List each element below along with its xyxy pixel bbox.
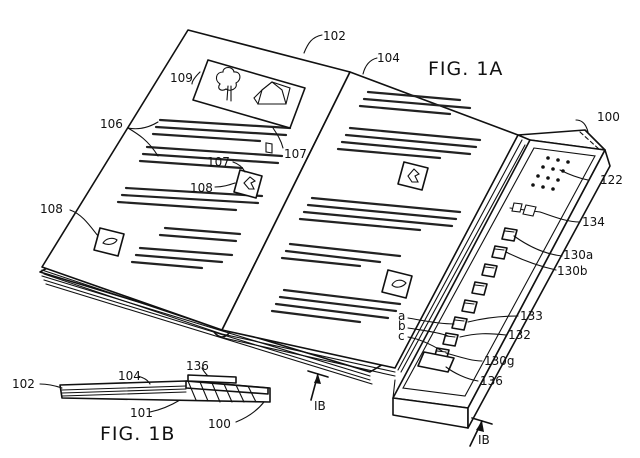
label-101-1b: 101 bbox=[130, 406, 153, 420]
label-a: a bbox=[398, 309, 405, 323]
label-102: 102 bbox=[323, 29, 346, 43]
cartridge-136 bbox=[417, 351, 455, 373]
link-icon-right-top bbox=[397, 161, 429, 191]
house-icon bbox=[253, 81, 291, 154]
label-c: c bbox=[398, 329, 405, 343]
label-100: 100 bbox=[597, 110, 620, 124]
leader-lines bbox=[69, 34, 589, 382]
link-icon-108-center bbox=[233, 169, 263, 199]
picture-box bbox=[192, 59, 306, 154]
label-130a: 130a bbox=[563, 248, 593, 262]
button-d bbox=[471, 281, 488, 296]
button-130b bbox=[491, 245, 508, 260]
label-102-1b: 102 bbox=[12, 377, 35, 391]
button-e bbox=[461, 299, 478, 314]
link-icon-right-bottom bbox=[381, 269, 413, 299]
label-130b: 130b bbox=[557, 264, 588, 278]
label-ib-left: IB bbox=[314, 399, 326, 413]
label-136-1b: 136 bbox=[186, 359, 209, 373]
label-ib-right: IB bbox=[478, 433, 490, 447]
left-page-text bbox=[116, 118, 292, 270]
button-133 bbox=[451, 316, 468, 331]
label-104-1b: 104 bbox=[118, 369, 141, 383]
section-marker-left bbox=[307, 370, 329, 401]
section-marker-right bbox=[469, 417, 493, 447]
right-page-text bbox=[270, 90, 482, 324]
fig-1b-section bbox=[39, 367, 271, 423]
label-b: b bbox=[398, 319, 406, 333]
label-122: 122 bbox=[600, 173, 623, 187]
label-132: 132 bbox=[508, 328, 531, 342]
slider-134 bbox=[509, 202, 541, 217]
label-104: 104 bbox=[377, 51, 400, 65]
reference-labels: FIG. 1A FIG. 1B 102 104 100 109 106 107 … bbox=[12, 29, 623, 447]
label-107-mid: 107 bbox=[207, 155, 230, 169]
label-108-left: 108 bbox=[40, 202, 63, 216]
label-106: 106 bbox=[100, 117, 123, 131]
label-100-1b: 100 bbox=[208, 417, 231, 431]
label-109: 109 bbox=[170, 71, 193, 85]
button-130a bbox=[501, 227, 518, 242]
label-108-mid: 108 bbox=[190, 181, 213, 195]
button-column bbox=[417, 227, 518, 373]
tree-icon bbox=[215, 66, 241, 102]
label-134: 134 bbox=[582, 215, 605, 229]
fig-1a-title: FIG. 1A bbox=[428, 58, 503, 80]
label-130g: 130g bbox=[484, 354, 515, 368]
fig-1b-title: FIG. 1B bbox=[100, 423, 175, 445]
label-107-top: 107 bbox=[284, 147, 307, 161]
label-136: 136 bbox=[480, 374, 503, 388]
button-c bbox=[481, 263, 498, 278]
label-133: 133 bbox=[520, 309, 543, 323]
link-icon-108-left bbox=[93, 227, 125, 257]
